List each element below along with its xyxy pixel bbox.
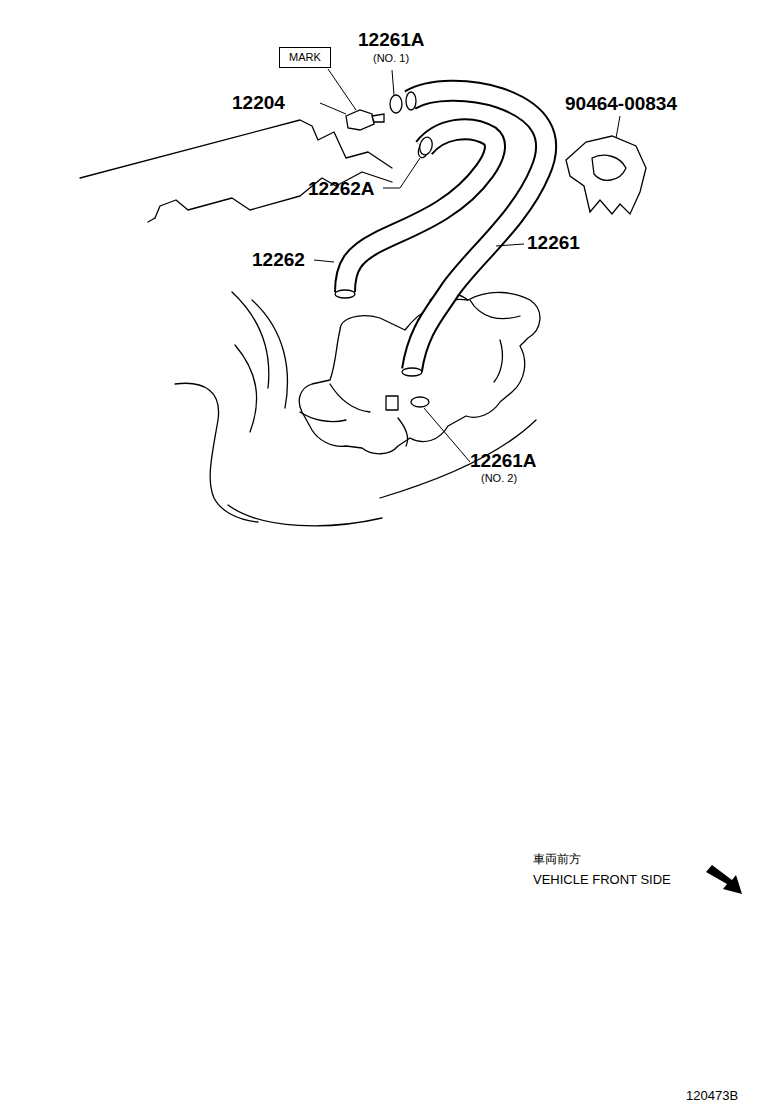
- engine-outline: [148, 218, 155, 222]
- hose-end: [335, 290, 355, 298]
- callout-number: 12261A: [358, 30, 425, 49]
- callout-number: 12261: [527, 233, 580, 252]
- pcv-valve: [372, 114, 384, 122]
- hose-bracket: [592, 155, 626, 180]
- hose-end: [402, 368, 422, 376]
- hose-outline: [345, 129, 495, 292]
- throttle-body: [470, 300, 520, 319]
- leader-line: [314, 260, 334, 262]
- direction-note: VEHICLE FRONT SIDE: [533, 873, 671, 886]
- hose-end: [406, 92, 416, 110]
- leader-line: [616, 116, 620, 138]
- callout-number: 12261A: [470, 451, 537, 470]
- pcv-valve: [346, 110, 374, 130]
- hose-bracket: [566, 136, 646, 214]
- engine-outline: [175, 383, 258, 522]
- hose-body: [345, 129, 495, 292]
- callout-number: 12204: [232, 93, 285, 112]
- callout-number: 12262: [252, 250, 305, 269]
- hose-clamp: [390, 95, 402, 113]
- leader-line: [392, 70, 394, 95]
- leader-line: [496, 244, 524, 246]
- engine-outline: [252, 300, 287, 408]
- leader-line: [383, 158, 420, 188]
- engine-outline: [228, 505, 382, 526]
- callout-suffix: (NO. 2): [481, 473, 517, 484]
- engine-outline: [80, 120, 392, 178]
- hose-clamp: [411, 397, 429, 407]
- leader-line: [424, 408, 470, 462]
- engine-outline: [235, 345, 257, 432]
- engine-outline: [155, 172, 392, 218]
- figure-number: 120473B: [686, 1089, 738, 1102]
- throttle-body: [300, 412, 346, 422]
- throttle-body: [494, 340, 502, 382]
- hose-clamp: [418, 136, 434, 156]
- leader-line: [320, 103, 346, 114]
- callout-number: 90464-00834: [565, 94, 677, 113]
- mark-text: MARK: [289, 52, 321, 63]
- direction-arrow: [706, 865, 742, 894]
- direction-note: 車両前方: [533, 853, 581, 865]
- hose-port: [398, 418, 408, 446]
- hose-port: [386, 396, 398, 410]
- leader-line: [328, 69, 356, 110]
- mark-box: MARK: [279, 47, 331, 68]
- callout-number: 12262A: [308, 179, 375, 198]
- engine-outline: [232, 292, 269, 388]
- engine-outline: [380, 420, 536, 498]
- throttle-body: [330, 384, 370, 412]
- callout-suffix: (NO. 1): [373, 53, 409, 64]
